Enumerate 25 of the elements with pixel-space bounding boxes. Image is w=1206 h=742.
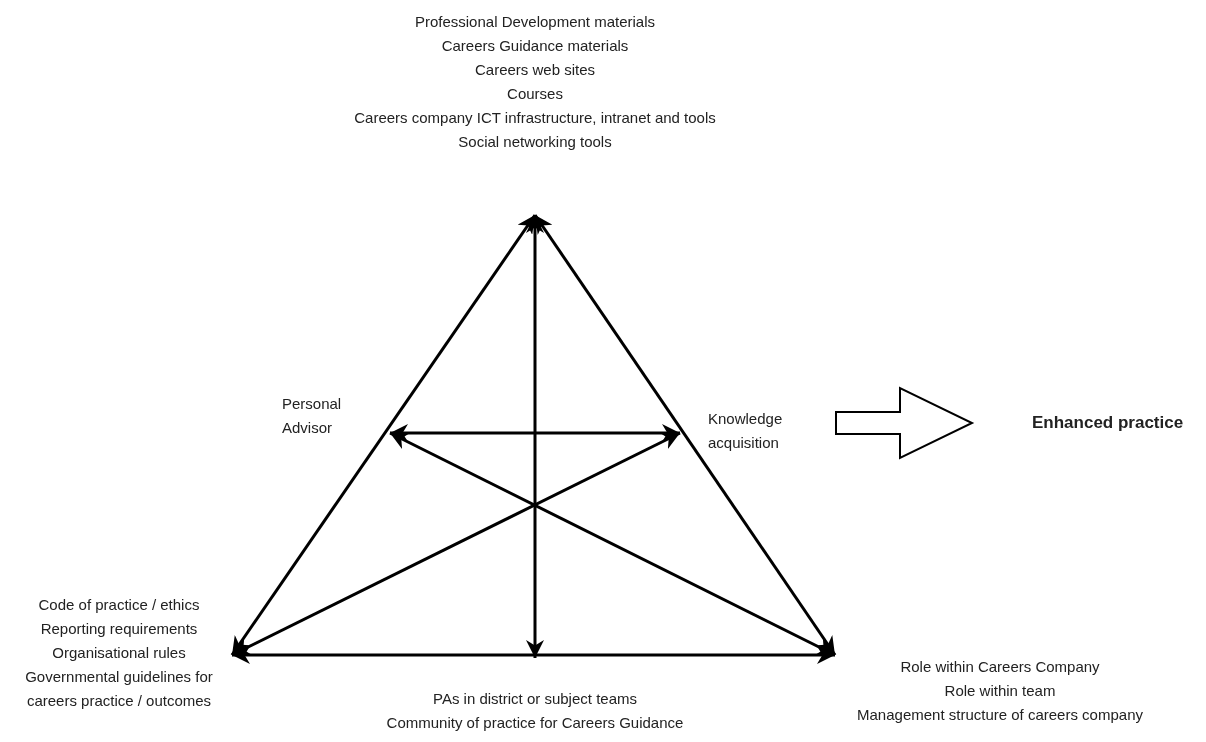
tool-item: Careers Guidance materials — [440, 36, 630, 56]
block-arrow — [835, 386, 975, 460]
community-item: Community of practice for Careers Guidance — [385, 713, 685, 733]
double-arrow — [526, 215, 544, 658]
community-item: PAs in district or subject teams — [432, 689, 638, 709]
double-arrow — [230, 214, 537, 656]
outcome-text: Enhanced practice — [1032, 412, 1185, 434]
tool-item: Careers company ICT infrastructure, intranet and tools — [353, 108, 717, 128]
tool-item: Careers web sites — [473, 60, 596, 80]
double-arrow — [389, 431, 836, 657]
tool-item: Social networking tools — [457, 132, 613, 152]
tool-item: Professional Development materials — [413, 12, 657, 32]
double-arrow — [232, 646, 835, 664]
division-item: Management structure of careers company — [856, 705, 1144, 725]
tool-item: Courses — [506, 84, 564, 104]
rule-item: Governmental guidelines for careers practice / outcomes — [24, 667, 214, 711]
rule-item: Code of practice / ethics — [37, 595, 201, 615]
subject-text: Personal Advisor — [282, 394, 343, 438]
rule-item: Organisational rules — [51, 643, 187, 663]
rule-item: Reporting requirements — [39, 619, 199, 639]
double-arrow — [390, 424, 680, 442]
division-item: Role within team — [943, 681, 1057, 701]
object-text: Knowledge acquisition — [708, 409, 784, 453]
double-arrow — [231, 431, 681, 657]
division-item: Role within Careers Company — [899, 657, 1101, 677]
